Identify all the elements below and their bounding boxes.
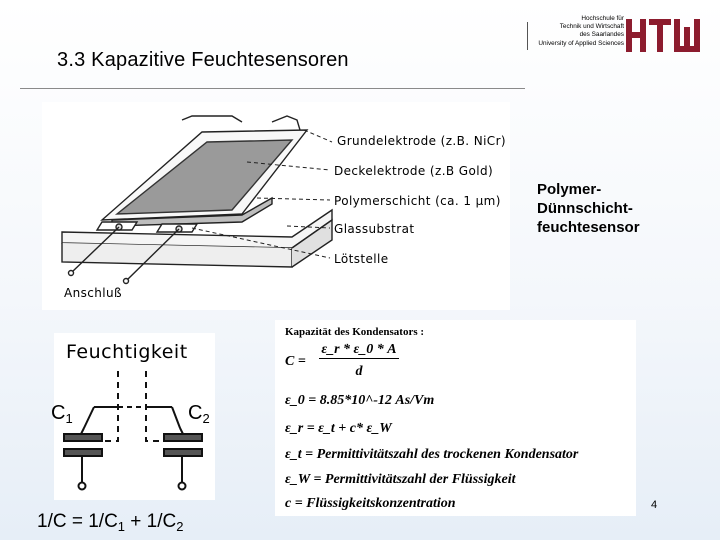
university-name-line-3: des Saarlandes [579, 31, 624, 39]
university-name-line-1: Hochschule für [581, 15, 624, 22]
label-grundelektrode: Grundelektrode (z.B. NiCr) [337, 134, 507, 148]
label-loetstelle: Lötstelle [334, 252, 389, 266]
series-formula-sub-1: 1 [117, 519, 126, 534]
capacitance-denominator: d [355, 364, 363, 379]
capacitor-c1-symbol: C [51, 402, 66, 424]
sensor-drawing [61, 115, 333, 285]
logo-divider [527, 22, 528, 50]
humidity-schematic: Feuchtigkeit [54, 333, 215, 500]
capacitance-numerator: ε_r * ε_0 * A [319, 342, 399, 359]
university-name: Hochschule für Technik und Wirtschaft de… [536, 15, 624, 48]
capacitor-c2-symbol: C [188, 402, 203, 424]
liquid-permittivity-def: ε_W = Permittivitätszahl der Flüssigkeit [285, 472, 516, 487]
relative-permittivity-eq: ε_r = ε_t + c* ε_W [285, 421, 392, 436]
page-number: 4 [651, 499, 658, 511]
permittivity-vacuum-eq: ε_0 = 8.85*10^-12 As/Vm [285, 393, 435, 408]
capacitance-formulas: Kapazität des Kondensators : C = ε_r * ε… [275, 320, 636, 516]
humidity-circuit [63, 371, 203, 491]
sensor-caption-line-2: Dünnschicht- [537, 200, 633, 217]
capacitance-lhs: C = [285, 354, 306, 369]
label-deckelektrode: Deckelektrode (z.B Gold) [334, 164, 494, 178]
sensor-caption: Polymer- Dünnschicht- feuchtesensor [537, 180, 640, 237]
capacitor-c2-subscript: 2 [202, 411, 210, 426]
capacitor-c1-label: C1 [51, 402, 73, 426]
series-capacitance-formula: 1/C = 1/C1 + 1/C2 [37, 511, 184, 534]
university-name-line-4: University of Applied Sciences [538, 39, 624, 47]
series-formula-sub-2: 2 [176, 519, 184, 534]
label-glassubstrat: Glassubstrat [334, 222, 415, 236]
slide-title: 3.3 Kapazitive Feuchtesensoren [57, 49, 349, 71]
dry-permittivity-def: ε_t = Permittivitätszahl des trockenen K… [285, 447, 579, 462]
sensor-caption-line-3: feuchtesensor [537, 219, 640, 236]
concentration-def: c = Flüssigkeitskonzentration [285, 496, 456, 511]
series-formula-part-2: + 1/C [125, 511, 177, 532]
title-divider [20, 88, 525, 89]
label-anschluss: Anschluß [64, 286, 122, 300]
university-name-line-2: Technik und Wirtschaft [559, 23, 624, 31]
capacitor-c1-subscript: 1 [65, 411, 73, 426]
htw-logo [626, 19, 700, 52]
label-polymerschicht: Polymerschicht (ca. 1 µm) [334, 194, 501, 208]
formula-heading: Kapazität des Kondensators : [285, 326, 425, 338]
series-formula-part-1: 1/C = 1/C [37, 511, 118, 532]
capacitor-c2-label: C2 [188, 402, 210, 426]
sensor-caption-line-1: Polymer- [537, 181, 602, 198]
humidity-title: Feuchtigkeit [66, 341, 188, 363]
sensor-illustration: Grundelektrode (z.B. NiCr) Deckelektrode… [42, 102, 510, 310]
